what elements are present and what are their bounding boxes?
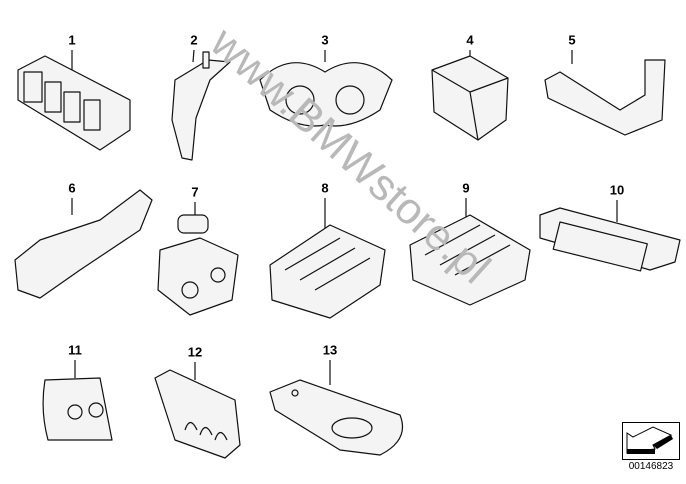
part-11-drawing[interactable]: [42, 360, 113, 441]
part-label-7[interactable]: 7: [191, 184, 199, 200]
part-label-9[interactable]: 9: [462, 180, 470, 196]
part-4-drawing[interactable]: [431, 50, 509, 141]
part-12-drawing[interactable]: [154, 362, 241, 459]
part-8-drawing[interactable]: [269, 198, 386, 319]
part-3-drawing[interactable]: [259, 50, 393, 127]
part-label-13[interactable]: 13: [322, 342, 338, 358]
part-label-8[interactable]: 8: [321, 180, 329, 196]
part-label-6[interactable]: 6: [68, 180, 76, 196]
part-label-1[interactable]: 1: [68, 32, 76, 48]
part-label-3[interactable]: 3: [321, 32, 329, 48]
part-label-5[interactable]: 5: [568, 32, 576, 48]
part-2-drawing[interactable]: [171, 49, 231, 161]
part-label-12[interactable]: 12: [187, 344, 203, 360]
part-10-drawing[interactable]: [539, 200, 681, 272]
arrow-icon: [626, 426, 673, 454]
part-1-drawing[interactable]: [17, 50, 131, 151]
part-label-2[interactable]: 2: [190, 32, 198, 48]
diagram-id: 00146823: [628, 461, 674, 472]
part-label-4[interactable]: 4: [466, 32, 474, 48]
part-7-drawing[interactable]: [157, 202, 239, 316]
orientation-icon-box: [622, 422, 680, 460]
part-label-11[interactable]: 11: [68, 342, 82, 358]
part-9-drawing[interactable]: [409, 198, 531, 306]
part-5-drawing[interactable]: [544, 50, 666, 136]
part-label-10[interactable]: 10: [609, 182, 625, 198]
part-13-drawing[interactable]: [269, 360, 404, 456]
part-6-drawing[interactable]: [14, 189, 153, 299]
